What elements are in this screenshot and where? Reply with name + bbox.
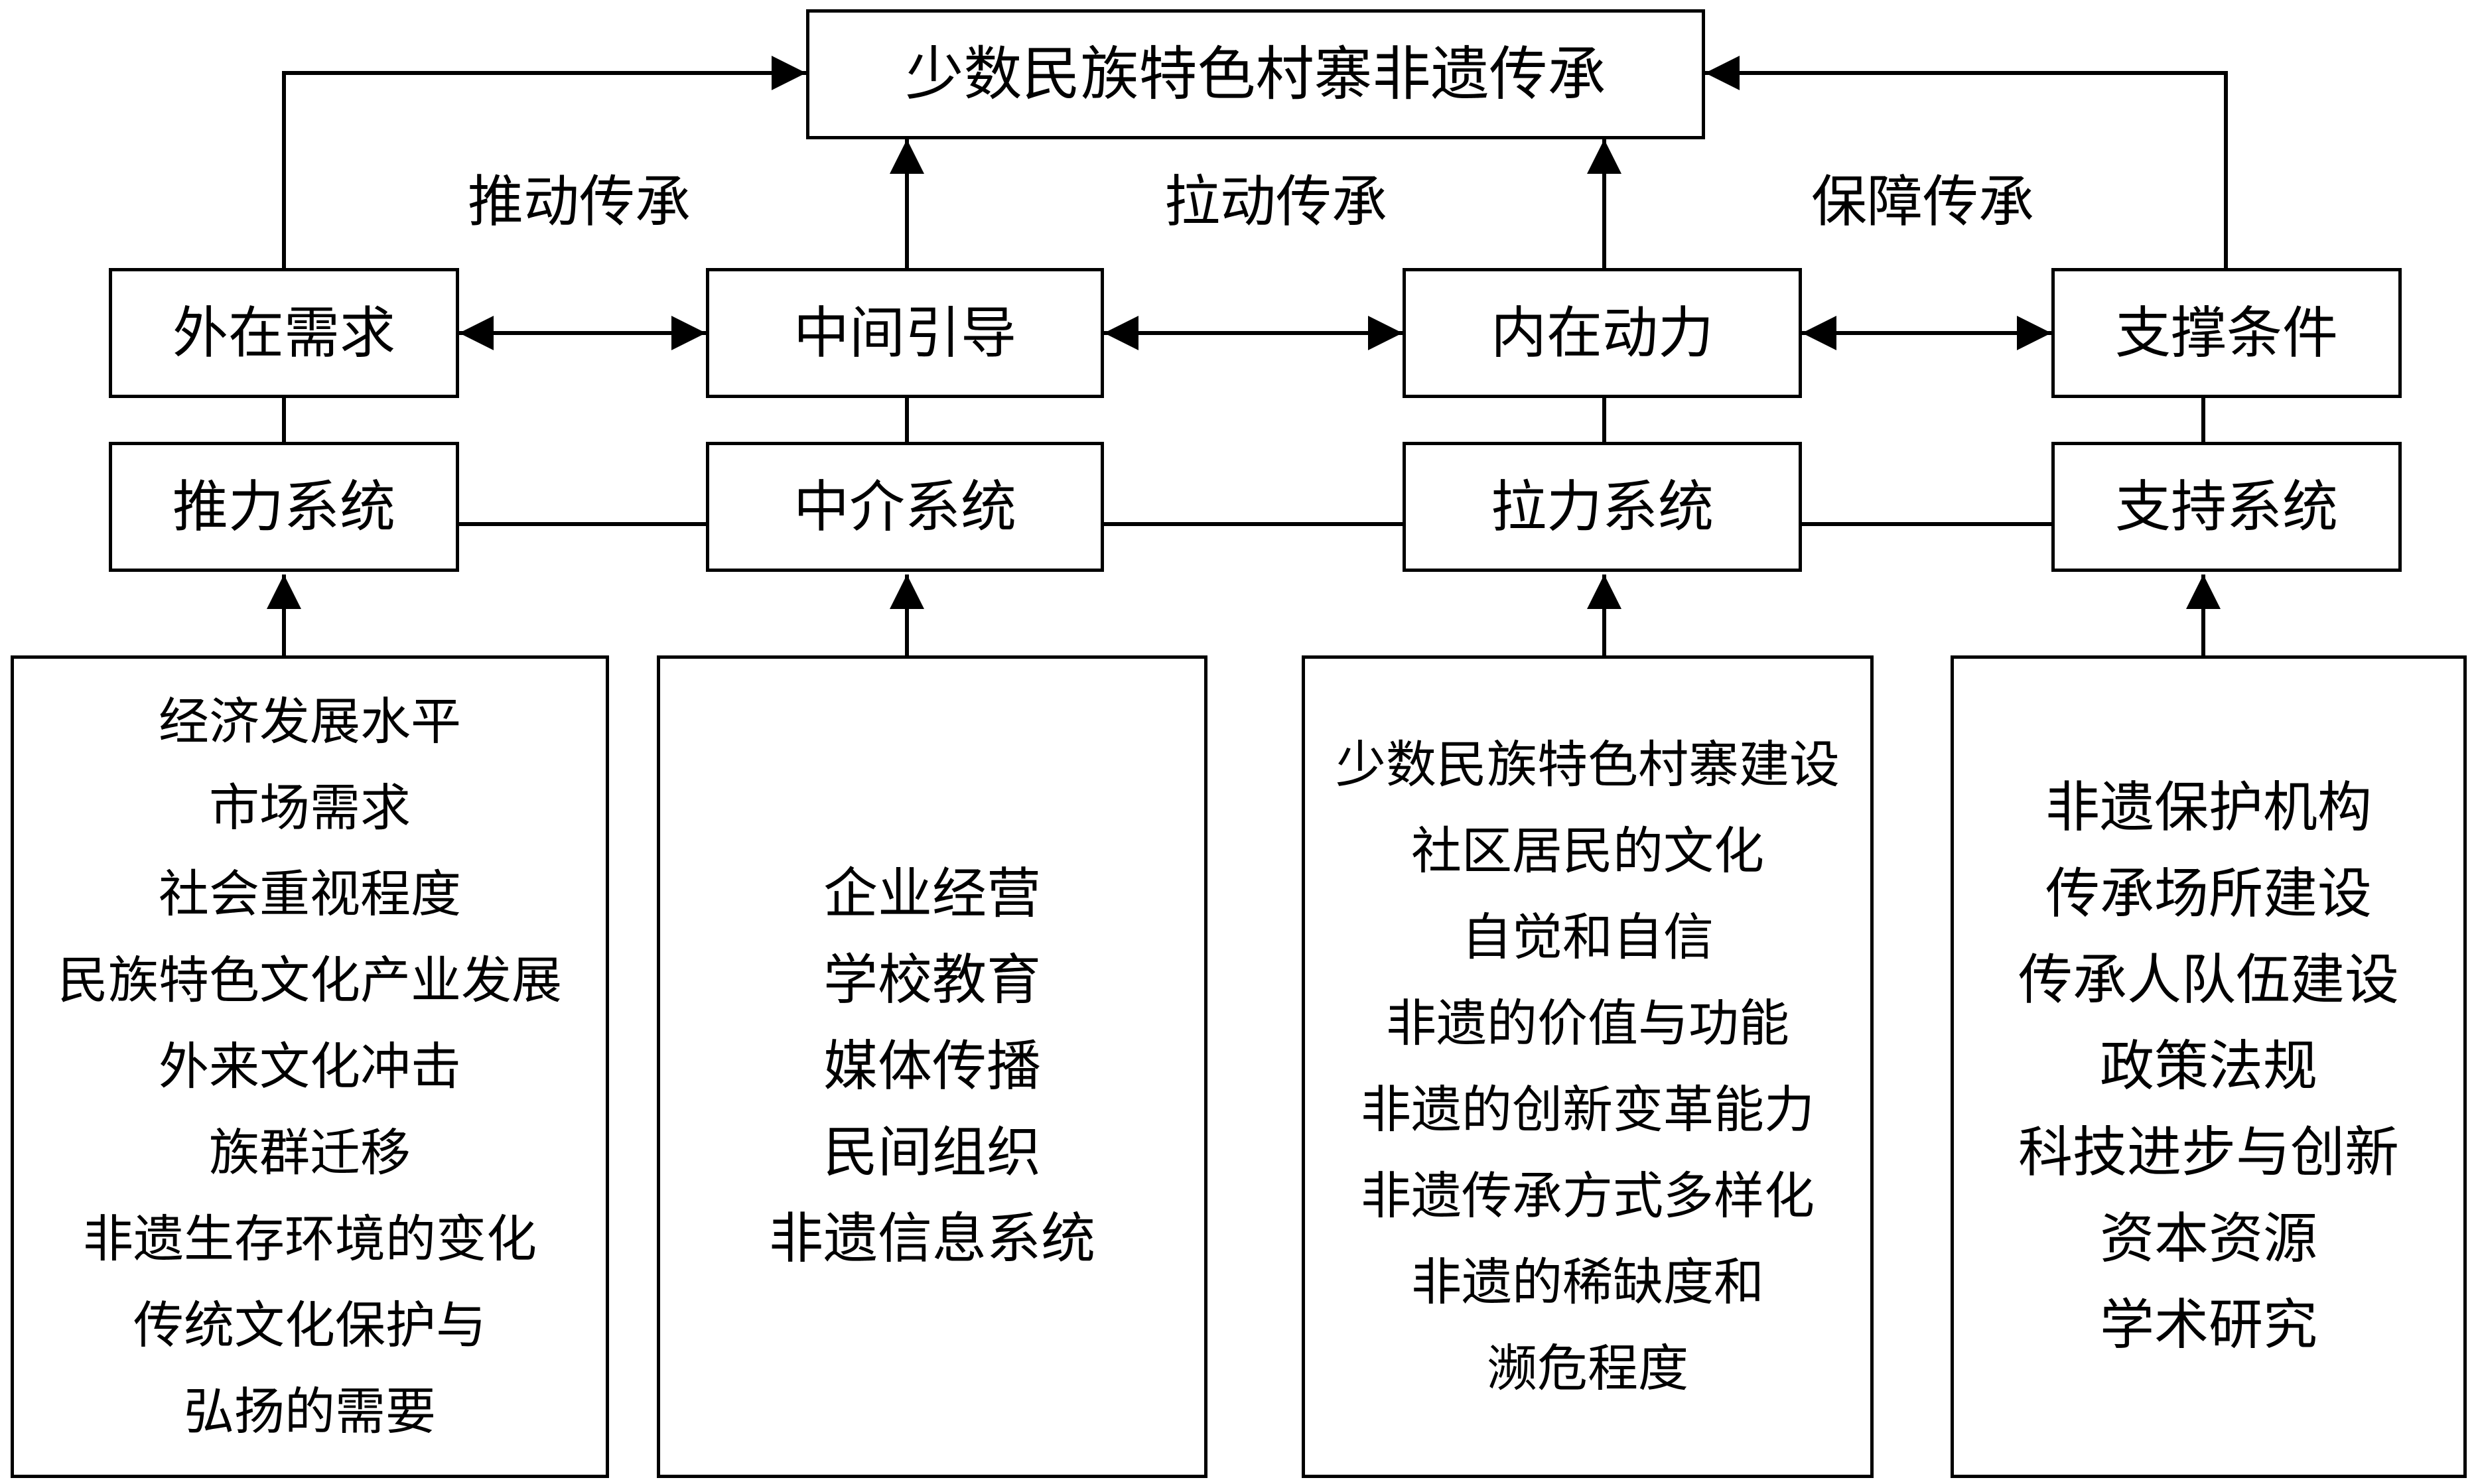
flow-label-pull: 拉动传承 bbox=[1164, 169, 1388, 234]
system-label-support: 支持系统 bbox=[2114, 474, 2338, 539]
list-item: 科技进步与创新 bbox=[2018, 1121, 2399, 1184]
list-item: 政策法规 bbox=[2099, 1035, 2317, 1098]
list-item: 族群迁移 bbox=[209, 1123, 411, 1182]
list-box-support: 非遗保护机构 传承场所建设 传承人队伍建设 政策法规 科技进步与创新 资本资源 … bbox=[1951, 655, 2467, 1478]
list-box-push: 经济发展水平 市场需求 社会重视程度 民族特色文化产业发展 外来文化冲击 族群迁… bbox=[11, 655, 609, 1478]
title-box: 少数民族特色村寨非遗传承 bbox=[806, 9, 1705, 139]
list-item: 自觉和自信 bbox=[1462, 908, 1714, 967]
list-item: 传承场所建设 bbox=[2045, 862, 2372, 925]
list-item: 濒危程度 bbox=[1487, 1339, 1688, 1398]
factor-box-external: 外在需求 bbox=[109, 268, 459, 398]
list-item: 非遗保护机构 bbox=[2045, 776, 2372, 839]
system-box-medium: 中介系统 bbox=[706, 442, 1104, 572]
list-item: 非遗的创新变革能力 bbox=[1361, 1080, 1815, 1139]
title-label: 少数民族特色村寨非遗传承 bbox=[905, 40, 1606, 108]
factor-label-external: 外在需求 bbox=[172, 301, 395, 366]
list-item: 市场需求 bbox=[209, 778, 411, 837]
system-box-pull: 拉力系统 bbox=[1403, 442, 1802, 572]
flow-label-push: 推动传承 bbox=[468, 169, 691, 234]
list-item: 民间组织 bbox=[823, 1121, 1041, 1184]
list-item: 资本资源 bbox=[2099, 1207, 2317, 1270]
list-item: 民族特色文化产业发展 bbox=[58, 951, 562, 1010]
system-label-pull: 拉力系统 bbox=[1490, 474, 1714, 539]
system-label-medium: 中介系统 bbox=[793, 474, 1016, 539]
arrow-external-to-title bbox=[282, 56, 806, 268]
list-item: 外来文化冲击 bbox=[159, 1037, 461, 1096]
list-item: 经济发展水平 bbox=[159, 692, 461, 751]
list-item: 社会重视程度 bbox=[159, 864, 461, 923]
list-item: 媒体传播 bbox=[823, 1035, 1041, 1098]
factor-label-middle: 中间引导 bbox=[793, 301, 1016, 366]
list-item: 传承人队伍建设 bbox=[2018, 949, 2399, 1012]
list-item: 非遗生存环境的变化 bbox=[83, 1209, 537, 1268]
list-item: 非遗的稀缺度和 bbox=[1411, 1252, 1764, 1312]
factor-label-internal: 内在动力 bbox=[1490, 301, 1714, 366]
list-item: 非遗传承方式多样化 bbox=[1361, 1166, 1815, 1225]
list-item: 企业经营 bbox=[823, 862, 1041, 925]
flow-label-support: 保障传承 bbox=[1811, 169, 2035, 234]
list-box-medium: 企业经营 学校教育 媒体传播 民间组织 非遗信息系统 bbox=[657, 655, 1207, 1478]
factor-box-internal: 内在动力 bbox=[1403, 268, 1802, 398]
factor-box-support: 支撑条件 bbox=[2051, 268, 2402, 398]
arrow-support-to-title bbox=[1705, 56, 2228, 268]
system-box-push: 推力系统 bbox=[109, 442, 459, 572]
list-item: 非遗的价值与功能 bbox=[1386, 994, 1789, 1053]
factor-label-support: 支撑条件 bbox=[2114, 301, 2338, 366]
list-item: 弘扬的需要 bbox=[184, 1382, 436, 1441]
list-box-pull: 少数民族特色村寨建设 社区居民的文化 自觉和自信 非遗的价值与功能 非遗的创新变… bbox=[1302, 655, 1874, 1478]
list-item: 传统文化保护与 bbox=[133, 1296, 486, 1355]
list-item: 学校教育 bbox=[823, 949, 1041, 1012]
list-item: 非遗信息系统 bbox=[768, 1207, 1095, 1270]
factor-box-middle: 中间引导 bbox=[706, 268, 1104, 398]
list-item: 社区居民的文化 bbox=[1411, 821, 1764, 880]
system-box-support: 支持系统 bbox=[2051, 442, 2402, 572]
list-item: 学术研究 bbox=[2099, 1294, 2317, 1357]
list-item: 少数民族特色村寨建设 bbox=[1336, 735, 1840, 794]
system-label-push: 推力系统 bbox=[172, 474, 395, 539]
